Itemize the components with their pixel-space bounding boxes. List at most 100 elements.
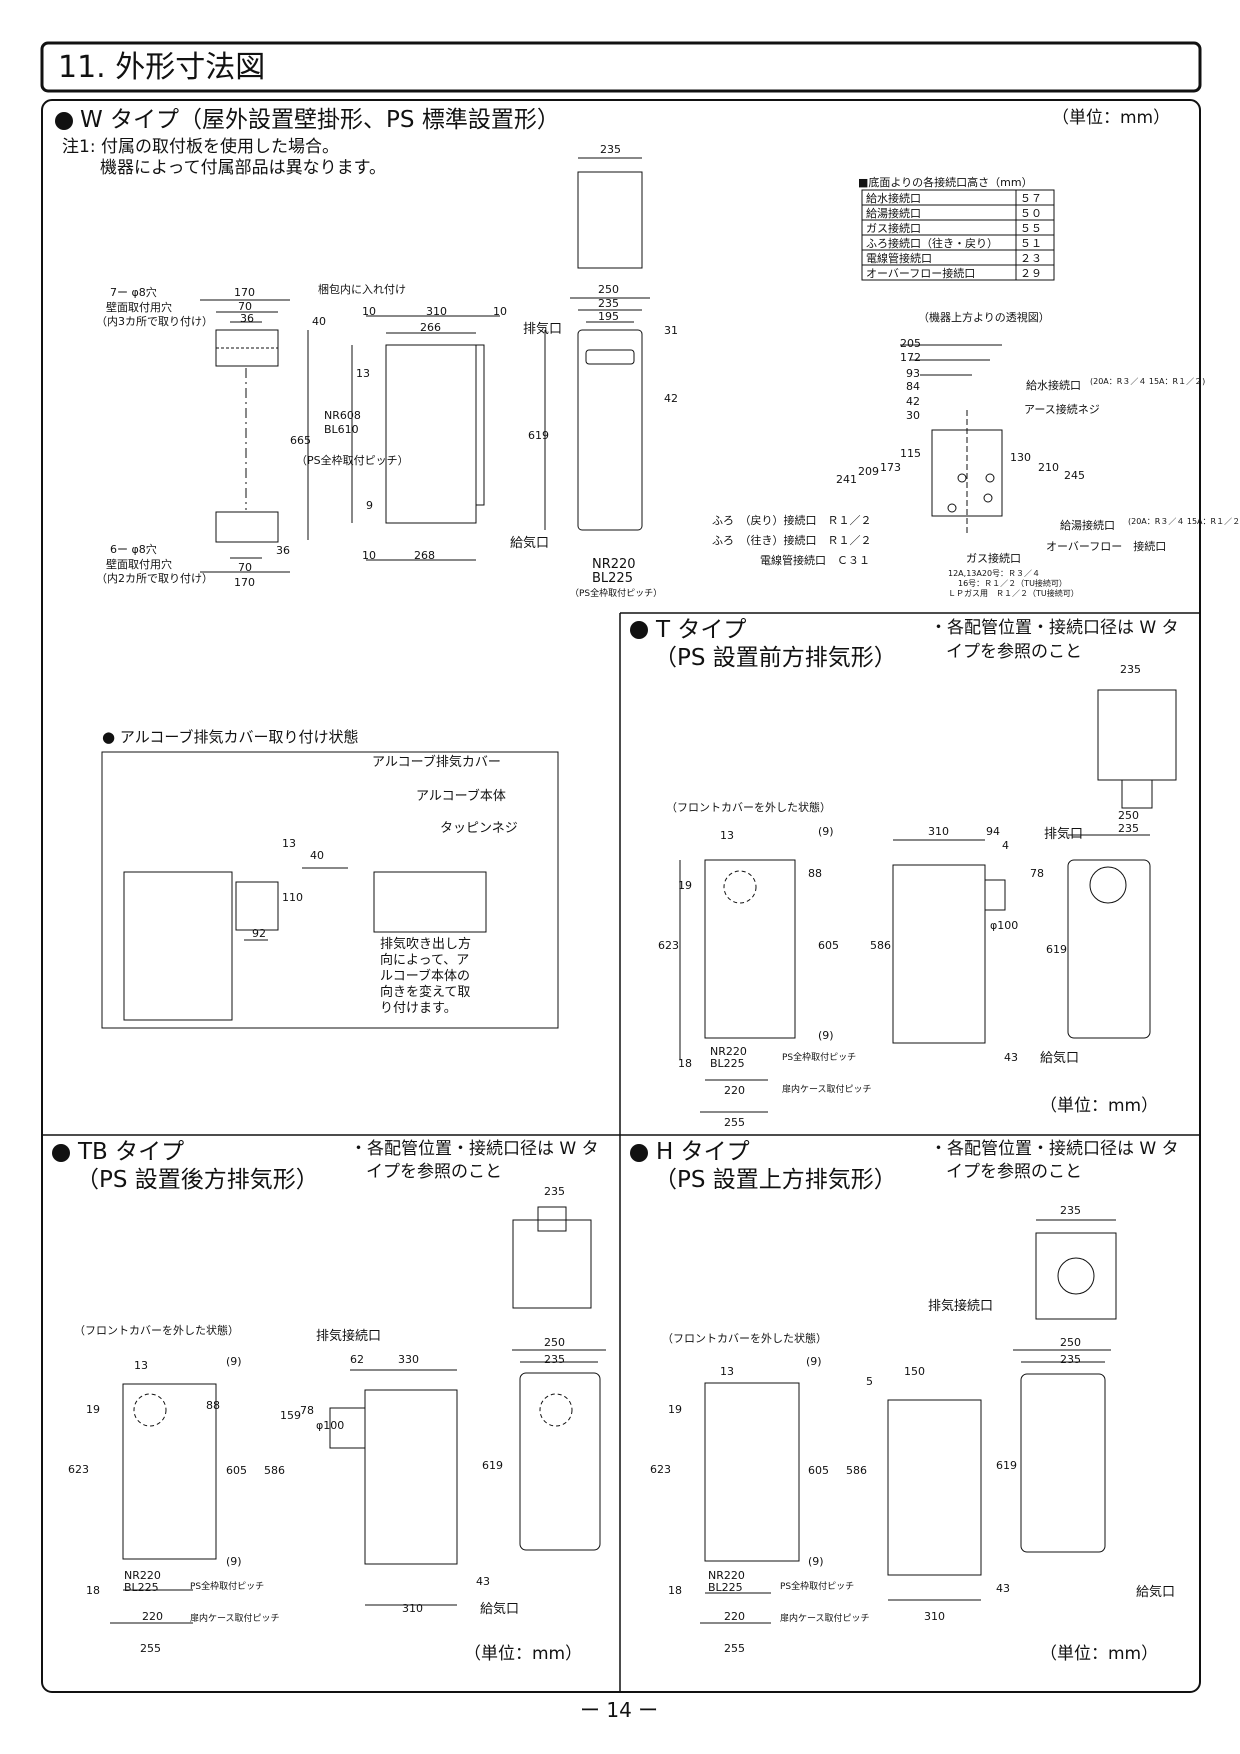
- w-gas: ガス接続口: [966, 552, 1021, 565]
- h-intake-label: 給気口: [1136, 1585, 1176, 1600]
- tb-dim: 310: [402, 1602, 423, 1615]
- w-dim: 268: [414, 549, 435, 562]
- t-frame-view: [704, 859, 796, 1039]
- t-dim: 605: [818, 939, 839, 952]
- w-dim: 36: [240, 312, 254, 325]
- w-persp-dim: 245: [1064, 469, 1085, 482]
- t-front-view: [1067, 859, 1151, 1039]
- tb-dim: 88: [206, 1399, 220, 1412]
- alcove-dim: 13: [282, 837, 296, 850]
- tb-frame-view: [122, 1383, 217, 1560]
- h-top-view: [1035, 1232, 1117, 1320]
- h-dim: 5: [866, 1375, 873, 1388]
- t-intake-label: 給気口: [1040, 1051, 1080, 1066]
- h-dim: 310: [924, 1610, 945, 1623]
- h-dim: 18: [668, 1584, 682, 1597]
- w-overflow: オーバーフロー 接続口: [1046, 540, 1167, 553]
- w-packed-label: 梱包内に入れ付け: [318, 283, 406, 296]
- header-frame: [40, 41, 1202, 93]
- bullet-w: [55, 112, 73, 130]
- alcove-box: [101, 751, 559, 1029]
- w-dim: 266: [420, 321, 441, 334]
- tb-dim: 255: [140, 1642, 161, 1655]
- h-front-view: [1020, 1373, 1106, 1553]
- tb-dim: 159: [280, 1409, 301, 1422]
- alcove-dim: 40: [310, 849, 324, 862]
- tb-dim: φ100: [316, 1419, 345, 1432]
- w-note-2: 機器によって付属部品は異なります。: [100, 158, 386, 178]
- w-persp-dim: 93: [906, 367, 920, 380]
- h-frame-view: [704, 1382, 800, 1562]
- t-dim: 235: [1120, 663, 1141, 676]
- w-bath-return: ふろ （戻り）接続口 Ｒ１／２: [712, 514, 872, 527]
- w-dim: 235: [598, 297, 619, 310]
- alcove-note: 排気吹き出し方: [380, 937, 472, 952]
- tb-dim: 43: [476, 1575, 490, 1588]
- bullet-t: [630, 621, 648, 639]
- w-table-title: ■底面よりの各接続口高さ（mm）: [858, 176, 1033, 189]
- w-table-cell: ２３: [1020, 252, 1042, 265]
- t-dim: 4: [1002, 839, 1009, 852]
- t-nr2: NR220: [710, 1045, 747, 1058]
- tb-front-view: [519, 1372, 601, 1551]
- h-dim: 13: [720, 1365, 734, 1378]
- w-earth: アース接続ネジ: [1024, 403, 1100, 416]
- w-front-view: [577, 329, 643, 531]
- tb-dim: 605: [226, 1464, 247, 1477]
- tb-side-view: [364, 1389, 458, 1565]
- w-hotwater-spec: (20A：R３／４ 15A：R１／２): [1128, 517, 1240, 526]
- t-section-subtitle: （PS 設置前方排気形）: [654, 645, 897, 671]
- w-plate-bottom: [215, 511, 279, 543]
- h-dim: (9): [808, 1555, 824, 1568]
- w-nr: NR608: [324, 409, 361, 422]
- t-dim: φ100: [990, 919, 1019, 932]
- alcove-dim: 92: [252, 927, 266, 940]
- w-persp-dim: 210: [1038, 461, 1059, 474]
- w-table-cell: ５５: [1020, 222, 1042, 235]
- w-table-cell: 給湯接続口: [866, 207, 921, 220]
- tb-front-removed: （フロントカバーを外した状態）: [74, 1324, 239, 1337]
- alcove-note: ルコーブ本体の: [380, 969, 470, 984]
- t-side-view: [892, 864, 986, 1044]
- w-bottom-hole-sub2: （内2カ所で取り付け）: [96, 572, 213, 585]
- t-section-title: T タイプ: [656, 617, 747, 643]
- w-dim: 9: [366, 499, 373, 512]
- t-ref-1: ・各配管位置・接続口径は W タ: [930, 618, 1179, 638]
- t-dim: 78: [1030, 867, 1044, 880]
- h-dim: (9): [806, 1355, 822, 1368]
- w-pitch: （PS全枠取付ピッチ）: [296, 454, 409, 467]
- w-persp-dim: 241: [836, 473, 857, 486]
- t-dim: 250: [1118, 809, 1139, 822]
- w-table-cell: ２９: [1020, 267, 1042, 280]
- t-dim: 310: [928, 825, 949, 838]
- w-table-cell: ５７: [1020, 192, 1042, 205]
- alcove-body: [373, 871, 487, 933]
- w-persp-dim: 205: [900, 337, 921, 350]
- alcove-dim: 110: [282, 891, 303, 904]
- tb-section-title: TB タイプ: [78, 1139, 185, 1165]
- h-exhaust-conn: 排気接続口: [928, 1299, 994, 1314]
- tb-dim: 619: [482, 1459, 503, 1472]
- h-side-view: [887, 1399, 982, 1576]
- t-ref-2: イプを参照のこと: [946, 642, 1082, 662]
- tb-dim: 330: [398, 1353, 419, 1366]
- w-nr2: NR220: [592, 557, 636, 572]
- h-front-removed: （フロントカバーを外した状態）: [662, 1332, 827, 1345]
- w-intake-label: 給気口: [510, 536, 550, 551]
- w-dim: 10: [493, 305, 507, 318]
- h-dim: 623: [650, 1463, 671, 1476]
- tb-intake-label: 給気口: [480, 1602, 520, 1617]
- alcove-body-label: アルコーブ本体: [416, 789, 506, 804]
- w-dim: 235: [600, 143, 621, 156]
- page-number: ー 14 ー: [580, 1698, 659, 1722]
- h-dim: 250: [1060, 1336, 1081, 1349]
- w-dim: 31: [664, 324, 678, 337]
- tb-exhaust-conn: 排気接続口: [316, 1329, 382, 1344]
- w-dim: 13: [356, 367, 370, 380]
- w-table-cell: ふろ接続口（往き・戻り）: [866, 237, 998, 250]
- w-dim: 10: [362, 549, 376, 562]
- w-pitch2: （PS全枠取付ピッチ）: [570, 589, 663, 599]
- tb-bl2: BL225: [124, 1581, 159, 1594]
- w-table-cell: ５１: [1020, 237, 1042, 250]
